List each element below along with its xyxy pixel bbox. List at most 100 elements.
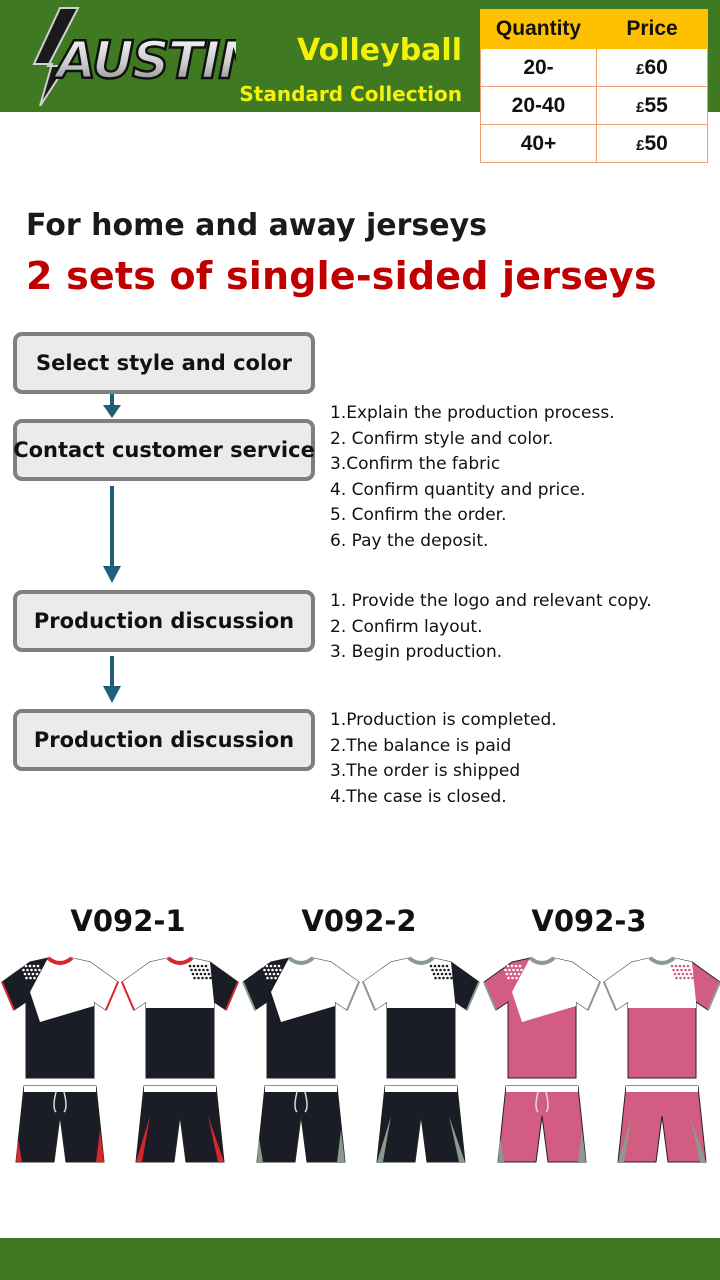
- shirt-panel: [604, 958, 696, 1010]
- pattern-dot: [433, 964, 437, 968]
- pattern-dot: [20, 964, 24, 968]
- pattern-dot: [688, 968, 691, 972]
- shorts-trim: [257, 1138, 263, 1162]
- quantity-cell: 20-: [480, 48, 597, 87]
- shirt-collar: [407, 956, 435, 965]
- sleeve-trim: [707, 981, 720, 1011]
- shorts-waistband: [265, 1086, 337, 1092]
- pattern-dot: [681, 972, 685, 976]
- pattern-dot: [28, 964, 32, 968]
- shorts-trim: [96, 1130, 104, 1162]
- pattern-dot: [270, 976, 273, 980]
- pattern-dot: [683, 976, 686, 980]
- pattern-dot: [199, 972, 203, 976]
- pattern-dot: [37, 976, 40, 980]
- pattern-dot: [518, 964, 522, 968]
- pattern-dot: [282, 976, 285, 980]
- price-header: Price: [596, 9, 708, 49]
- pattern-dot: [25, 976, 28, 980]
- pattern-dot: [195, 972, 199, 976]
- price-cell: £55: [596, 86, 708, 125]
- shorts: [497, 1085, 587, 1163]
- pattern-dot: [276, 972, 280, 976]
- shorts-body: [256, 1085, 346, 1163]
- pattern-dot: [672, 968, 675, 972]
- pattern-dot: [267, 968, 270, 972]
- pattern-dot: [35, 972, 39, 976]
- shorts-trim: [16, 1138, 22, 1162]
- contact-service-notes: 1.Explain the production process. 2. Con…: [330, 401, 615, 555]
- jersey-front: [1, 956, 119, 1163]
- shirt-collar: [166, 956, 194, 965]
- currency-symbol: £: [636, 98, 645, 116]
- list-item: 5. Confirm the order.: [330, 505, 507, 526]
- table-row: 40+ £50: [480, 124, 708, 163]
- pattern-dot: [685, 972, 689, 976]
- list-item: 1.Explain the production process.: [330, 403, 615, 423]
- pattern-dot: [203, 972, 207, 976]
- shorts-trim: [377, 1116, 391, 1162]
- pattern-dot: [278, 976, 281, 980]
- pattern-dot: [686, 964, 690, 968]
- shorts-body: [617, 1085, 707, 1163]
- shirt-collar: [46, 956, 74, 965]
- currency-symbol: £: [636, 136, 645, 154]
- shirt-panel: [512, 958, 600, 1022]
- pattern-dot: [506, 964, 510, 968]
- pattern-dot: [441, 964, 445, 968]
- pattern-dot: [188, 964, 192, 968]
- pattern-dot: [280, 972, 284, 976]
- pattern-dot: [678, 964, 682, 968]
- pattern-dot: [275, 968, 278, 972]
- pattern-dot: [197, 976, 200, 980]
- svg-text:AUSTIN: AUSTIN: [52, 31, 236, 91]
- shorts-trim: [578, 1130, 586, 1162]
- model-code: V092-3: [531, 904, 647, 938]
- pattern-dot: [677, 972, 681, 976]
- price-value: 60: [644, 55, 668, 79]
- pattern-dot: [507, 976, 510, 980]
- list-item: 1.Production is completed.: [330, 710, 557, 730]
- arrow-down-icon: [103, 394, 121, 418]
- pattern-dot: [447, 968, 450, 972]
- shorts: [15, 1085, 105, 1163]
- shorts-waistband: [144, 1086, 216, 1092]
- pattern-dot: [209, 976, 212, 980]
- pattern-dot: [504, 968, 507, 972]
- pattern-dot: [443, 968, 446, 972]
- pattern-dot: [508, 968, 511, 972]
- list-item: 3.The order is shipped: [330, 761, 521, 782]
- list-item: 2. Confirm layout.: [330, 616, 483, 637]
- list-item: 6. Pay the deposit.: [330, 530, 489, 551]
- page-subtitle: Standard Collection: [239, 82, 462, 106]
- jersey-set-image: [242, 956, 480, 1163]
- pattern-dot: [200, 964, 204, 968]
- shirt-collar: [648, 956, 676, 965]
- pattern-dot: [689, 972, 693, 976]
- pattern-dot: [513, 972, 517, 976]
- pattern-dot: [502, 964, 506, 968]
- jersey-back: [603, 956, 720, 1163]
- pattern-dot: [523, 976, 526, 980]
- pattern-dot: [440, 972, 444, 976]
- pattern-dot: [23, 972, 27, 976]
- list-item: 3. Begin production.: [330, 642, 503, 663]
- pattern-dot: [519, 976, 522, 980]
- pattern-dot: [510, 964, 514, 968]
- pattern-dot: [429, 964, 433, 968]
- pattern-dot: [263, 968, 266, 972]
- pattern-dot: [273, 964, 277, 968]
- list-item: 1. Provide the logo and relevant copy.: [330, 591, 652, 611]
- pattern-dot: [691, 976, 694, 980]
- pattern-dot: [24, 964, 28, 968]
- price-cell: £60: [596, 48, 708, 87]
- quantity-header: Quantity: [480, 9, 597, 49]
- jersey-set-image: [483, 956, 720, 1163]
- shorts-trim: [208, 1116, 224, 1162]
- drawstring: [53, 1091, 67, 1113]
- shorts-body: [135, 1085, 225, 1163]
- shorts-body: [15, 1085, 105, 1163]
- sleeve-trim: [121, 981, 135, 1011]
- pattern-dot: [438, 976, 441, 980]
- pattern-dot: [192, 964, 196, 968]
